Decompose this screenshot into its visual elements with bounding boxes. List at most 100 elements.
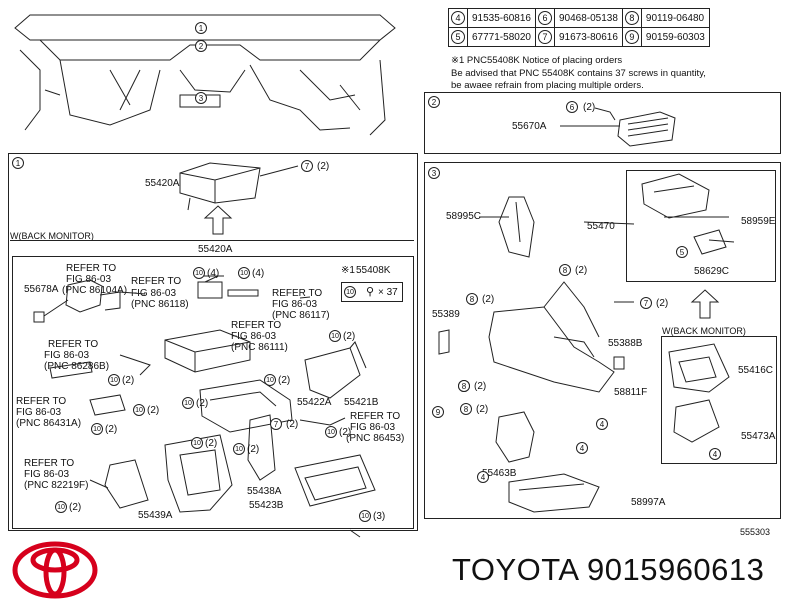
sub-header: W(BACK MONITOR): [10, 231, 94, 241]
table-row: 5 67771-58020 7 91673-80616 9 90159-6030…: [448, 27, 710, 47]
part-label: 55678A: [24, 284, 59, 295]
panel-2-number: 2: [428, 96, 440, 108]
code-label: 555303: [740, 527, 771, 537]
panel-1-inner: [12, 256, 414, 529]
callout-qty: (2): [278, 375, 291, 386]
table-cell-num: 6: [534, 8, 555, 28]
dashboard-overview-drawing: [14, 14, 396, 136]
refer-line: FIG 86-03: [44, 350, 90, 361]
refer-line: FIG 86-03: [350, 422, 396, 433]
refer-line: FIG 86-03: [16, 407, 62, 418]
table-row: 4 91535-60816 6 90468-05138 8 90119-0648…: [448, 8, 710, 28]
callout-8: 8: [460, 403, 472, 415]
part-label: 58959E: [741, 216, 776, 227]
callout-10: 10: [182, 397, 194, 409]
callout-qty: (2): [482, 294, 495, 305]
callout-7: 7: [301, 160, 313, 172]
refer-line: (PNC 86117): [272, 310, 330, 321]
part-label: 55420A: [198, 244, 233, 255]
callout-10: 10: [329, 330, 341, 342]
part-label: 55389: [432, 309, 460, 320]
part-label: 58629C: [694, 266, 730, 277]
callout-qty: (2): [205, 438, 218, 449]
refer-line: FIG 86-03: [66, 274, 112, 285]
refer-line: FIG 86-03: [24, 469, 70, 480]
callout-10: 10: [344, 286, 356, 298]
refer-line: (PNC 86453): [346, 433, 405, 444]
callout-qty: (2): [476, 404, 489, 415]
callout-10: 10: [233, 443, 245, 455]
table-cell-num: 9: [621, 27, 642, 47]
callout-8: 8: [458, 380, 470, 392]
callout-10: 10: [238, 267, 250, 279]
callout-qty: (2): [196, 398, 209, 409]
callout-qty: (4): [252, 268, 265, 279]
screw-qty-box: [341, 282, 403, 302]
callout-qty: (2): [339, 427, 352, 438]
refer-line: FIG 86-03: [272, 299, 318, 310]
notice-line-2: be awaee refrain from placing multiple o…: [451, 80, 644, 91]
notice-line-1: Be advised that PNC 55408K contains 37 s…: [451, 68, 706, 79]
callout-10: 10: [359, 510, 371, 522]
panel-3-parts-drawing: [438, 173, 735, 513]
callout-qty: (2): [105, 424, 118, 435]
screw-note-prefix: ※1: [341, 265, 355, 276]
refer-line: (PNC 86286B): [44, 361, 110, 372]
callout-10: 10: [108, 374, 120, 386]
part-label: 58811F: [614, 387, 648, 398]
callout-4: 4: [596, 418, 608, 430]
toyota-logo: [12, 541, 98, 599]
screw-qty: × 37: [378, 287, 398, 298]
callout-qty: (2): [247, 444, 260, 455]
callout-qty: (2): [575, 265, 588, 276]
panel-3-detail-box: [626, 170, 776, 282]
callout-10: 10: [193, 267, 205, 279]
refer-line: REFER TO: [48, 339, 99, 350]
parts-table: 4 91535-60816 6 90468-05138 8 90119-0648…: [448, 8, 710, 47]
callout-qty: (2): [343, 331, 356, 342]
part-label: 58995C: [446, 211, 482, 222]
table-cell-pn: 91535-60816: [467, 8, 536, 28]
panel-1-subbox: [10, 240, 414, 241]
notice-title: ※1 PNC55408K Notice of placing orders: [451, 55, 623, 66]
panel-3-monitor-box: [661, 336, 777, 464]
callout-8: 8: [559, 264, 571, 276]
callout-qty: (2): [147, 405, 160, 416]
callout-5: 5: [676, 246, 688, 258]
callout-9: 9: [432, 406, 444, 418]
refer-line: REFER TO: [24, 458, 75, 469]
brand-title: TOYOTA 9015960613: [452, 552, 765, 587]
part-label: 55670A: [512, 121, 547, 132]
refer-line: (PNC 86118): [131, 299, 189, 310]
refer-line: REFER TO: [66, 263, 117, 274]
part-label: 55438A: [247, 486, 282, 497]
table-cell-num: 4: [448, 8, 468, 28]
panel-1-number: 1: [12, 157, 24, 169]
sub-header: W(BACK MONITOR): [662, 326, 746, 336]
refer-line: (PNC 86104A): [62, 285, 128, 296]
up-arrow: [203, 205, 233, 235]
refer-line: (PNC 82219F): [24, 480, 89, 491]
callout-qty: (3): [373, 511, 386, 522]
table-cell-pn: 91673-80616: [553, 27, 623, 47]
part-label: 58997A: [631, 497, 666, 508]
callout-7: 7: [270, 418, 282, 430]
refer-line: REFER TO: [131, 276, 182, 287]
callout-10: 10: [55, 501, 67, 513]
part-label: 55473A: [741, 431, 776, 442]
refer-line: FIG 86-03: [231, 331, 277, 342]
part-label: 55423B: [249, 500, 284, 511]
table-cell-pn: 90468-05138: [553, 8, 623, 28]
panel-1-parts-drawing: [33, 275, 376, 538]
overview-callout-3: 3: [195, 92, 207, 104]
callout-qty: (2): [122, 375, 135, 386]
table-cell-num: 8: [621, 8, 642, 28]
refer-line: (PNC 86111): [231, 342, 288, 353]
part-label: 55463B: [482, 468, 517, 479]
callout-10: 10: [264, 374, 276, 386]
refer-line: (PNC 86431A): [16, 418, 82, 429]
callout-7: 7: [640, 297, 652, 309]
up-arrow: [690, 289, 720, 319]
part-label: 55420A: [145, 178, 180, 189]
callout-10: 10: [91, 423, 103, 435]
